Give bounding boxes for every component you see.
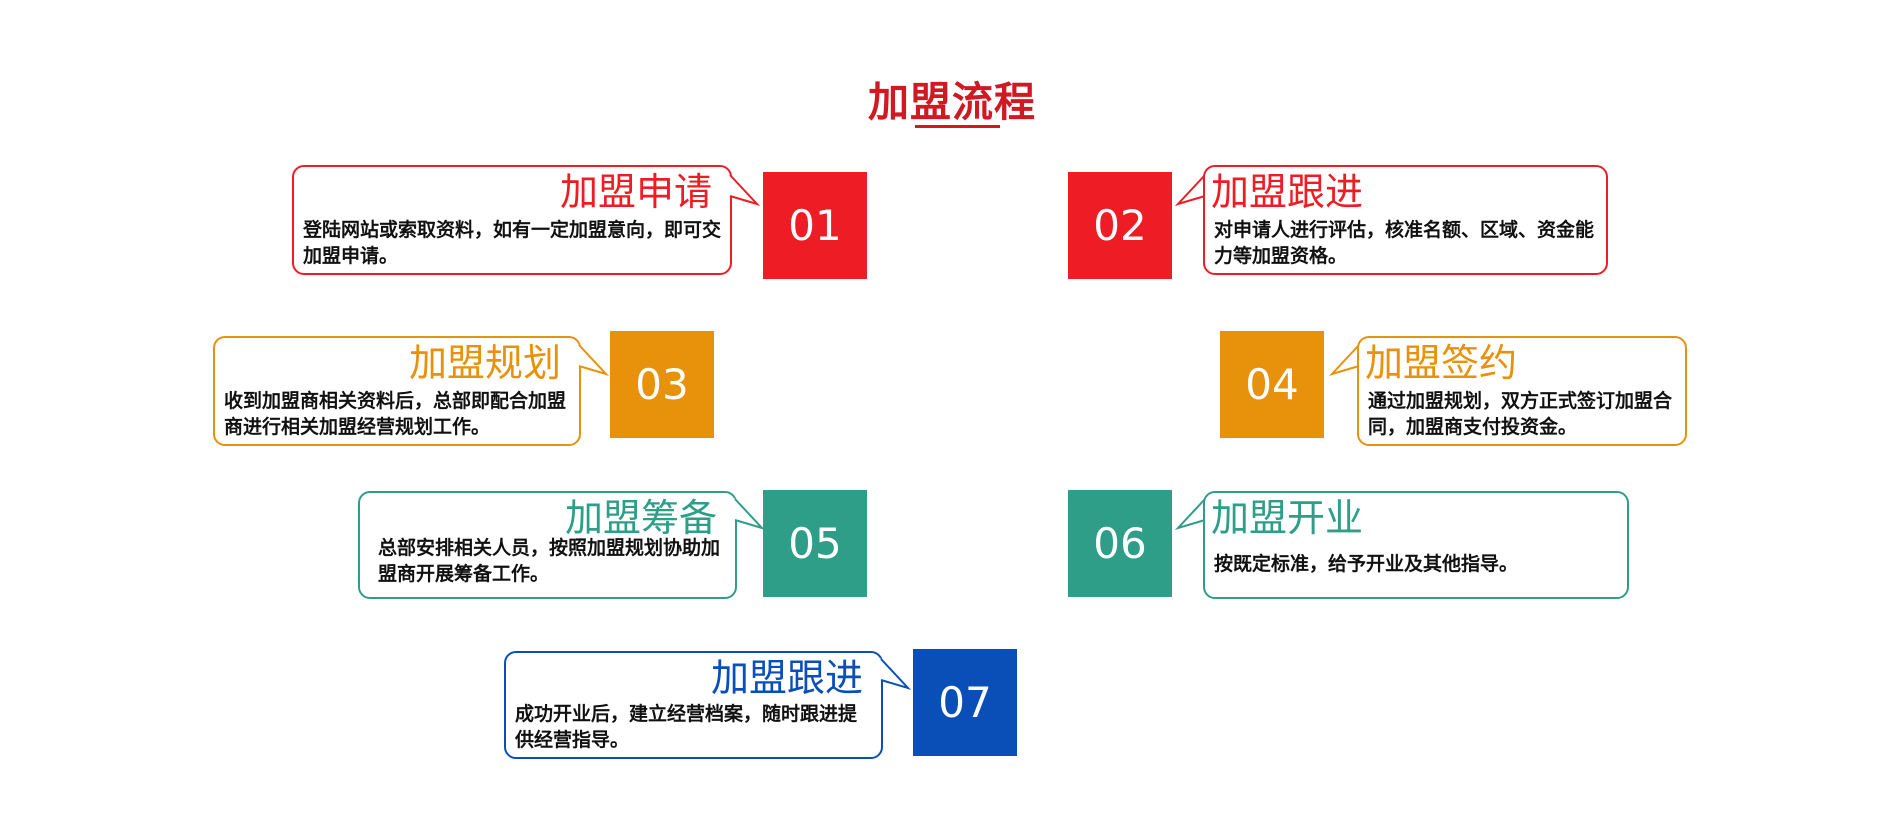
callout-tail-02 bbox=[1174, 174, 1206, 206]
callout-tail-04 bbox=[1328, 344, 1360, 376]
step-heading-04: 加盟签约 bbox=[1365, 341, 1518, 385]
step-card-07: 加盟跟进 成功开业后，建立经营档案，随时跟进提供经营指导。 bbox=[504, 651, 883, 759]
step-card-06: 加盟开业 按既定标准，给予开业及其他指导。 bbox=[1203, 491, 1629, 599]
step-text-05: 总部安排相关人员，按照加盟规划协助加盟商开展筹备工作。 bbox=[378, 537, 721, 585]
step-card-03: 加盟规划 收到加盟商相关资料后，总部即配合加盟商进行相关加盟经营规划工作。 bbox=[213, 336, 581, 446]
step-heading-06: 加盟开业 bbox=[1211, 496, 1364, 540]
step-card-01: 加盟申请 登陆网站或索取资料，如有一定加盟意向，即可交加盟申请。 bbox=[292, 165, 732, 275]
step-number-07: 07 bbox=[913, 649, 1017, 756]
step-heading-03: 加盟规划 bbox=[408, 341, 561, 385]
step-text-04: 通过加盟规划，双方正式签订加盟合同，加盟商支付投资金。 bbox=[1368, 390, 1673, 438]
callout-tail-05 bbox=[734, 498, 766, 530]
callout-tail-03 bbox=[578, 344, 610, 376]
callout-tail-01 bbox=[729, 174, 761, 206]
step-heading-07: 加盟跟进 bbox=[710, 656, 863, 700]
step-heading-05: 加盟筹备 bbox=[564, 496, 717, 540]
step-number-03: 03 bbox=[610, 331, 714, 438]
step-text-03: 收到加盟商相关资料后，总部即配合加盟商进行相关加盟经营规划工作。 bbox=[224, 390, 567, 438]
step-text-01: 登陆网站或索取资料，如有一定加盟意向，即可交加盟申请。 bbox=[303, 219, 722, 267]
step-number-02: 02 bbox=[1068, 172, 1172, 279]
step-number-01: 01 bbox=[763, 172, 867, 279]
step-text-02: 对申请人进行评估，核准名额、区域、资金能力等加盟资格。 bbox=[1214, 219, 1595, 267]
step-text-07: 成功开业后，建立经营档案，随时跟进提供经营指导。 bbox=[515, 703, 858, 751]
title-underline bbox=[915, 125, 1000, 128]
step-card-02: 加盟跟进 对申请人进行评估，核准名额、区域、资金能力等加盟资格。 bbox=[1203, 165, 1608, 275]
step-heading-01: 加盟申请 bbox=[559, 170, 712, 214]
step-number-04: 04 bbox=[1220, 331, 1324, 438]
step-heading-02: 加盟跟进 bbox=[1211, 170, 1364, 214]
step-number-05: 05 bbox=[763, 490, 867, 597]
page-title: 加盟流程 bbox=[868, 78, 1036, 126]
step-card-05: 加盟筹备 总部安排相关人员，按照加盟规划协助加盟商开展筹备工作。 bbox=[358, 491, 737, 599]
step-card-04: 加盟签约 通过加盟规划，双方正式签订加盟合同，加盟商支付投资金。 bbox=[1357, 336, 1687, 446]
callout-tail-06 bbox=[1174, 498, 1206, 530]
step-number-06: 06 bbox=[1068, 490, 1172, 597]
callout-tail-07 bbox=[880, 658, 912, 690]
step-text-06: 按既定标准，给予开业及其他指导。 bbox=[1214, 553, 1519, 575]
